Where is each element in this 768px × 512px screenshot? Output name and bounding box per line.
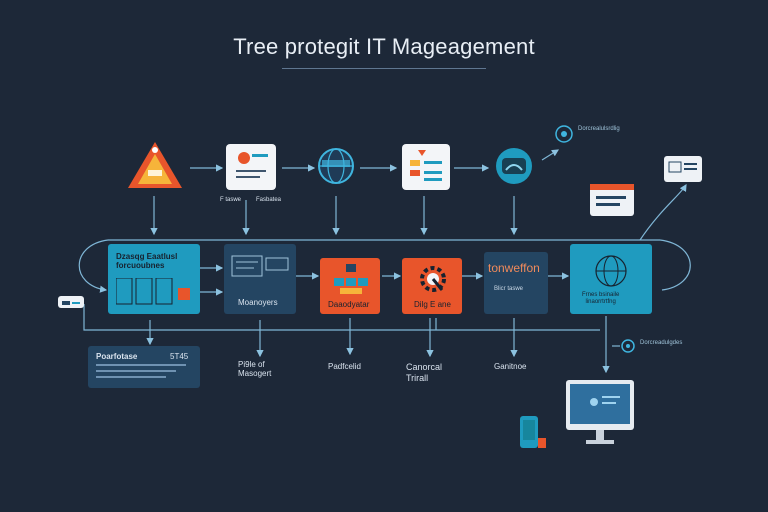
loop-right [659,239,691,291]
dashboard-icon [231,255,289,277]
note-5: Ganitnoe [494,362,527,371]
box-2-label: Moanoyers [238,298,278,307]
small-tag-icon [58,296,84,308]
box-5-head: tonweffon [488,261,540,275]
bus-line-lower [83,304,600,331]
cloud-icon [496,148,532,184]
box-3-label: Daaodyatar [328,300,370,309]
right-note: Dorcreadulgdes [640,340,683,346]
settings-badge-icon [621,339,635,353]
diagram-title: Tree protegit IT Mageagement [233,34,535,59]
globe-icon [318,148,354,184]
left-note-head: Poarfotase [96,352,138,361]
box-4: Dilg E ane [402,258,462,314]
gear-icon [420,266,446,292]
top-label-a: F taswe [220,197,242,203]
top-label-b: Fasbatea [256,197,282,203]
top-right-note: Dorcrealulsrdlig [578,126,620,132]
box-6: Frnes bsinaile linaorrtrtfng [570,244,652,314]
phone-icon [520,416,546,448]
monitor-icon [566,380,634,444]
world-map-icon [595,255,627,287]
loop-left [78,239,109,293]
box-4-label: Dilg E ane [414,300,451,309]
note-3: Padfcelid [328,362,361,371]
org-structure-icon [334,264,368,294]
note-2: Pi9le of Masogert [238,360,272,378]
left-note-lines [96,364,186,378]
left-note: Poarfotase 5T45 [88,346,200,388]
arrow-up-right [639,183,687,241]
left-note-value: 5T45 [170,352,189,361]
title-underline [282,68,486,69]
warning-triangle-icon [128,142,182,188]
box-5: tonweffon Blicr taswe [484,252,548,314]
info-badge-icon [555,125,573,143]
box-6-label: Frnes bsinaile linaorrtrtfng [582,292,620,305]
box-1: Dzasqg Eaatlusl forcuoubnes [108,244,200,314]
box-1-label: Dzasqg Eaatlusl forcuoubnes [116,252,178,270]
box-2: Moanoyers [224,244,296,314]
document-card-icon [226,144,276,190]
cards-icon [116,278,190,305]
list-document-icon [402,144,450,190]
box-3: Daaodyatar [320,258,380,314]
box-5-body: Blicr taswe [494,286,524,292]
arrow-top-5 [541,149,560,161]
browser-window-icon [590,184,634,216]
note-4: Canorcal Trirall [406,362,443,383]
window-panel-icon [664,156,702,182]
